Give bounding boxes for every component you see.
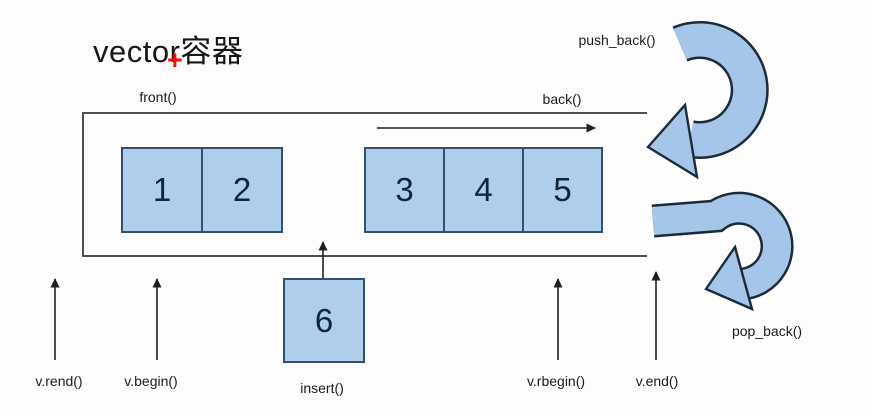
insert-cell: 6 [283, 278, 365, 363]
label-v-rbegin: v.rbegin() [526, 373, 586, 389]
label-v-rend: v.rend() [35, 373, 83, 389]
label-front: front() [139, 89, 177, 105]
page-title: vector容器 [93, 34, 244, 69]
vector-cell: 5 [522, 147, 603, 233]
label-v-begin: v.begin() [124, 373, 178, 389]
label-push-back: push_back() [578, 32, 656, 48]
cell-group-front: 1 2 [121, 147, 283, 233]
vector-cell: 2 [201, 147, 283, 233]
text-cursor-plus-icon: + [167, 45, 183, 75]
cell-group-back: 3 4 5 [364, 147, 603, 233]
label-insert: insert() [300, 380, 344, 396]
label-pop-back: pop_back() [731, 323, 803, 339]
push-back-curved-arrow-icon [646, 21, 769, 180]
label-v-end: v.end() [635, 373, 679, 389]
insert-element-box: 6 [283, 278, 365, 363]
vector-cell: 4 [443, 147, 524, 233]
vector-cell: 3 [364, 147, 445, 233]
pop-back-curved-arrow-icon [651, 191, 794, 312]
vector-memory-box [82, 112, 647, 257]
label-back: back() [542, 91, 582, 107]
vector-cell: 1 [121, 147, 203, 233]
